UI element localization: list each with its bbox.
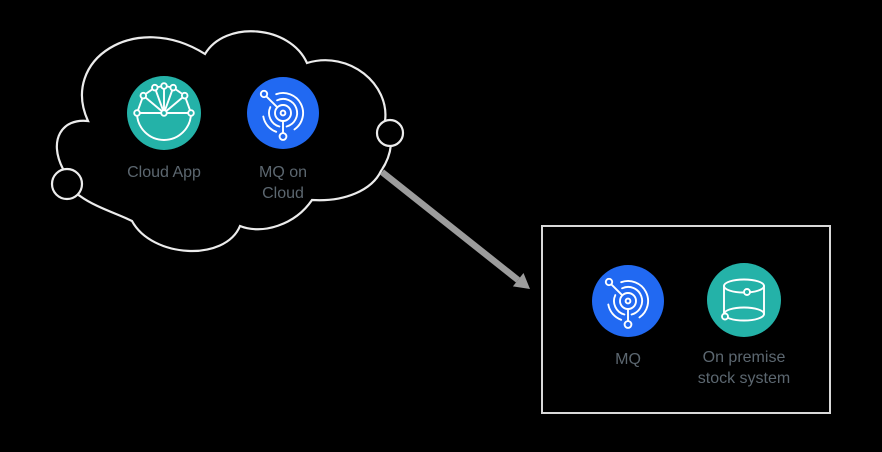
mq-on-cloud-icon bbox=[247, 77, 319, 149]
cloud-bubble-left bbox=[50, 167, 84, 201]
cloud-outline-shape bbox=[55, 30, 393, 253]
arrow-head bbox=[512, 273, 530, 289]
on-premise-box bbox=[541, 225, 831, 414]
cloud-app-icon bbox=[127, 76, 201, 150]
mq-icon bbox=[592, 265, 664, 337]
database-cylinder-icon bbox=[707, 263, 781, 337]
cloud-bubble-right bbox=[375, 118, 405, 148]
cloud-to-onprem-arrow bbox=[379, 169, 521, 283]
